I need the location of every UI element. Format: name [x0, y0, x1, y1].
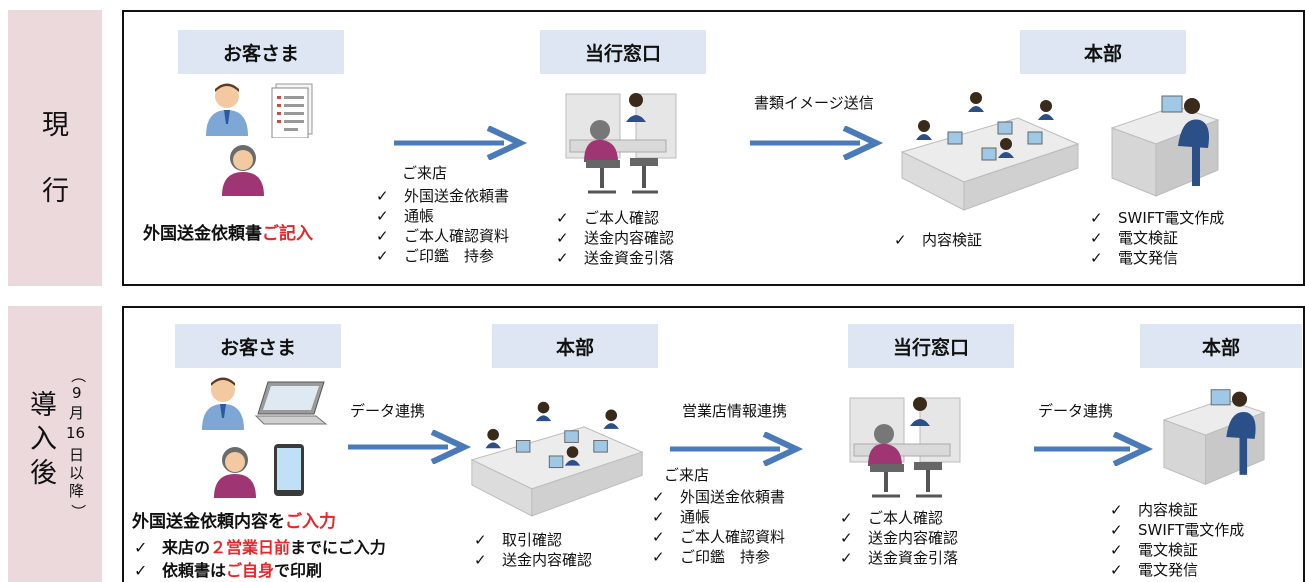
- current-visit-item: ✓ご印鑑 持参: [376, 247, 495, 265]
- hq-operator-icon: [1162, 389, 1266, 485]
- after-branch-info-label: 営業店情報連携: [682, 402, 788, 420]
- after-paren-5: 日: [69, 446, 85, 464]
- after-bullet-1: ✓来店の２営業日前までにご入力: [134, 538, 386, 557]
- current-hq-swift-item: ✓電文発信: [1090, 249, 1179, 267]
- current-branch-item: ✓送金内容確認: [556, 229, 675, 247]
- after-branch-list: ✓ご本人確認 ✓送金内容確認 ✓送金資金引落: [840, 508, 958, 568]
- after-visit-label: ご来店: [664, 466, 710, 484]
- current-arrow-image-send: [750, 126, 884, 160]
- after-data-link-label-1: データ連携: [350, 402, 426, 420]
- after-visit-item: ✓ご印鑑 持参: [652, 548, 771, 566]
- after-branch-header: 当行窓口: [848, 324, 1014, 368]
- current-visit-item: ✓外国送金依頼書: [376, 187, 510, 205]
- after-paren-7: 降: [69, 482, 85, 500]
- after-hq-header-2: 本部: [1140, 324, 1302, 368]
- after-hq1-item: ✓取引確認: [474, 531, 563, 549]
- customer-woman-icon: [214, 447, 256, 498]
- current-side-label: 現 行: [8, 10, 102, 286]
- current-arrow-visit: [394, 126, 528, 160]
- after-visit-item: ✓ご本人確認資料: [652, 528, 786, 546]
- after-branch-item: ✓送金内容確認: [840, 529, 959, 547]
- current-visit-item: ✓ご本人確認資料: [376, 227, 510, 245]
- bank-counter-icon: [849, 397, 961, 498]
- tablet-icon: [274, 444, 304, 496]
- after-paren-1: （: [69, 367, 88, 384]
- after-arrow-data-link-1: [348, 430, 472, 464]
- hq-office-icon: [900, 92, 1080, 211]
- current-visit-item: ✓通帳: [376, 207, 435, 225]
- laptop-icon: [254, 381, 328, 425]
- current-label-char-2: 行: [42, 176, 69, 207]
- after-bullet-2: ✓依頼書はご自身で印刷: [134, 561, 323, 580]
- hq-operator-icon: [1110, 95, 1220, 197]
- after-arrow-branch-info: [670, 432, 804, 466]
- after-visit-item: ✓外国送金依頼書: [652, 488, 786, 506]
- current-image-send-label: 書類イメージ送信: [754, 94, 874, 112]
- current-customer-caption: 外国送金依頼書ご記入: [143, 224, 313, 244]
- after-branch-item: ✓ご本人確認: [840, 509, 944, 527]
- current-label-char-1: 現: [42, 110, 69, 141]
- after-paren-8: ）: [69, 503, 88, 520]
- after-label-char-1: 導: [30, 390, 57, 421]
- after-hq2-item: ✓内容検証: [1110, 501, 1199, 519]
- after-branch-item: ✓送金資金引落: [840, 549, 959, 567]
- current-hq-check-item: ✓内容検証: [894, 231, 983, 249]
- after-side-label: 導 入 後 （ 9 月 16 日 以 降 ）: [8, 306, 102, 582]
- after-caption-main: 外国送金依頼内容を: [132, 512, 285, 532]
- current-hq-header: 本部: [1020, 30, 1186, 74]
- customer-man-icon: [202, 377, 244, 430]
- hq-office-icon: [470, 401, 644, 517]
- current-hq-swift-item: ✓電文検証: [1090, 229, 1179, 247]
- current-hq-swift-item: ✓SWIFT電文作成: [1090, 209, 1225, 227]
- after-visit-item: ✓通帳: [652, 508, 711, 526]
- current-visit-list: ✓外国送金依頼書 ✓通帳 ✓ご本人確認資料 ✓ご印鑑 持参: [376, 186, 509, 266]
- after-label-char-2: 入: [30, 424, 57, 455]
- customer-woman-icon: [222, 145, 264, 196]
- after-paren-4: 16: [66, 424, 86, 442]
- current-branch-header: 当行窓口: [540, 30, 706, 74]
- after-input-caption: 外国送金依頼内容をご入力: [132, 512, 336, 532]
- after-hq2-item: ✓電文発信: [1110, 561, 1199, 579]
- form-document-icon: [271, 83, 313, 138]
- current-caption-red: ご記入: [262, 224, 313, 244]
- after-paren-3: 月: [69, 404, 85, 422]
- current-visit-label: ご来店: [402, 164, 448, 182]
- current-customer-header: お客さま: [178, 30, 344, 74]
- after-customer-header: お客さま: [175, 324, 341, 368]
- after-arrow-data-link-2: [1034, 432, 1154, 466]
- after-hq1-item: ✓送金内容確認: [474, 551, 593, 569]
- current-branch-item: ✓ご本人確認: [556, 209, 660, 227]
- after-hq2-item: ✓SWIFT電文作成: [1110, 521, 1245, 539]
- after-visit-list: ✓外国送金依頼書 ✓通帳 ✓ご本人確認資料 ✓ご印鑑 持参: [652, 487, 785, 567]
- after-hq2-list: ✓内容検証 ✓SWIFT電文作成 ✓電文検証 ✓電文発信: [1110, 500, 1244, 580]
- current-hq-swift-list: ✓SWIFT電文作成 ✓電文検証 ✓電文発信: [1090, 208, 1224, 268]
- after-paren-2: 9: [72, 384, 82, 402]
- after-label-char-3: 後: [30, 458, 57, 489]
- after-paren-6: 以: [69, 464, 85, 482]
- bank-counter-icon: [565, 93, 677, 194]
- after-data-link-label-2: データ連携: [1038, 402, 1114, 420]
- after-hq1-list: ✓取引確認 ✓送金内容確認: [474, 530, 592, 570]
- current-branch-list: ✓ご本人確認 ✓送金内容確認 ✓送金資金引落: [556, 208, 674, 268]
- after-hq2-item: ✓電文検証: [1110, 541, 1199, 559]
- current-branch-item: ✓送金資金引落: [556, 249, 675, 267]
- after-hq-header-1: 本部: [492, 324, 658, 368]
- current-caption-main: 外国送金依頼書: [143, 224, 262, 244]
- after-caption-red: ご入力: [285, 512, 336, 532]
- current-hq-check-list: ✓内容検証: [894, 230, 982, 250]
- customer-man-icon: [206, 83, 248, 136]
